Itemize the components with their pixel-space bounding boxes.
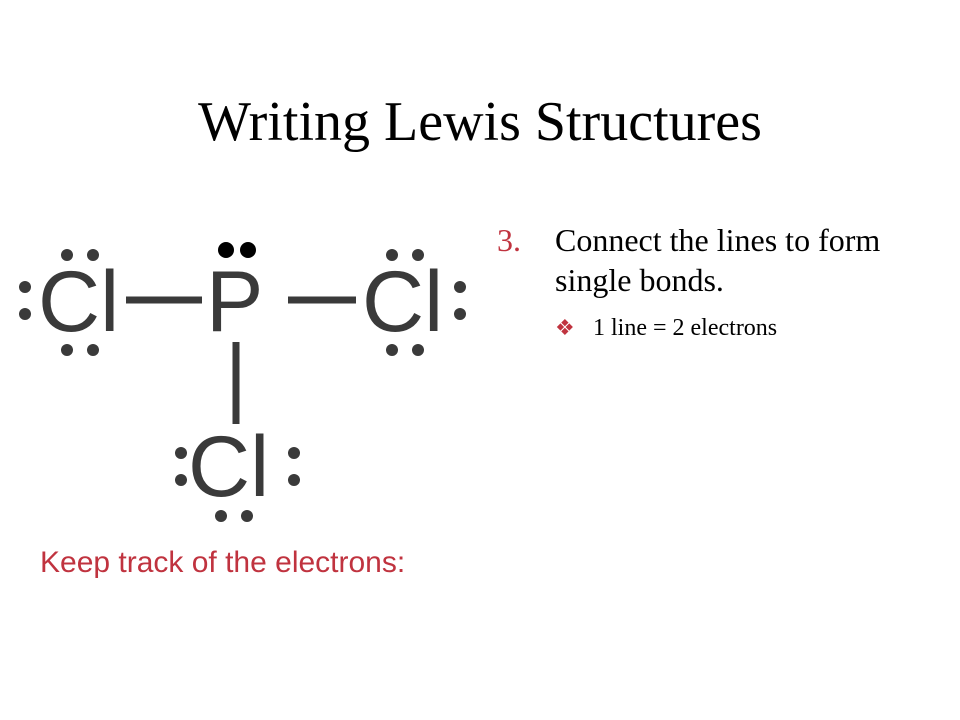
lone-pair-electron: [19, 308, 31, 320]
lone-pair-electron: [386, 249, 398, 261]
sub-bullet-text: 1 line = 2 electrons: [593, 314, 778, 341]
lone-pair-electron: [61, 344, 73, 356]
lone-pair-electron: [87, 344, 99, 356]
lone-pair-electron: [454, 308, 466, 320]
atom-p-center: P: [206, 254, 263, 350]
lone-pair-electron: [218, 242, 234, 258]
lone-pair-electron: [175, 474, 187, 486]
lone-pair-electron: [87, 249, 99, 261]
lone-pair-electron: [240, 242, 256, 258]
lone-pair-p: [218, 242, 256, 258]
electron-note: Keep track of the electrons:: [40, 546, 406, 579]
lone-pair-electron: [288, 447, 300, 459]
atom-cl-left: Cl: [38, 254, 119, 350]
lone-pair-electron: [175, 447, 187, 459]
slide-title: Writing Lewis Structures: [198, 91, 762, 153]
step-list: 3. Connect the lines to form single bond…: [497, 220, 937, 342]
lone-pair-electron: [241, 510, 253, 522]
lone-pairs-cl-left: [19, 249, 99, 356]
lewis-structure-svg: Cl P Cl Cl: [19, 242, 466, 522]
lone-pair-electron: [215, 510, 227, 522]
lone-pair-electron: [61, 249, 73, 261]
atom-cl-bottom: Cl: [188, 419, 269, 515]
lone-pairs-cl-bottom: [175, 447, 300, 522]
lone-pair-electron: [412, 249, 424, 261]
lone-pair-electron: [386, 344, 398, 356]
step-text: Connect the lines to form single bonds.: [555, 222, 881, 299]
lone-pairs-cl-right: [386, 249, 466, 356]
lone-pair-electron: [19, 281, 31, 293]
atom-cl-right: Cl: [362, 254, 443, 350]
lone-pair-electron: [288, 474, 300, 486]
lone-pair-electron: [412, 344, 424, 356]
sub-bullet: ❖ 1 line = 2 electrons: [555, 315, 937, 342]
step-item: 3. Connect the lines to form single bond…: [497, 220, 937, 301]
step-number: 3.: [497, 222, 521, 258]
diamond-bullet-icon: ❖: [555, 314, 575, 340]
lewis-structure-diagram: Cl P Cl Cl: [0, 220, 500, 540]
lone-pair-electron: [454, 281, 466, 293]
